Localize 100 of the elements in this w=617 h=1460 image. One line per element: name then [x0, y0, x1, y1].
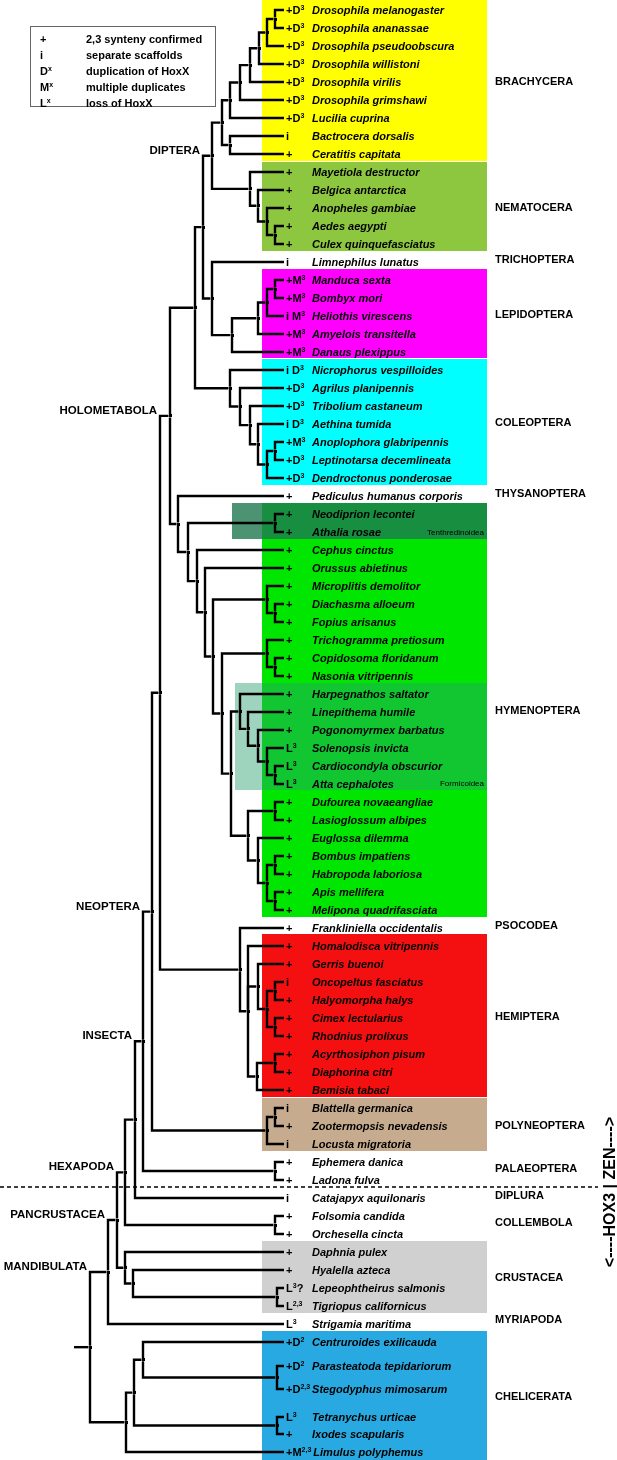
branch-point [255, 1075, 259, 1078]
branch-point [273, 17, 277, 21]
tree-branch [132, 1358, 142, 1392]
status-marker: L$^{3}$ [285, 777, 298, 792]
tree-branch [88, 1270, 107, 1346]
tree-branch [256, 301, 266, 317]
tree-branch [273, 524, 284, 534]
species-name: Drosophila grimshawi [312, 94, 427, 106]
species-name: Diaphorina citri [312, 1066, 393, 1078]
status-marker: + [285, 1173, 294, 1188]
tree-branch [211, 598, 266, 655]
branch-point [265, 463, 269, 466]
tree-branch [273, 8, 284, 18]
species-name: Limnephilus lunatus [312, 256, 419, 268]
species-name: Drosophila pseudoobscura [312, 40, 455, 52]
species-name: Lasioglossum albipes [312, 814, 427, 826]
tree-branch [265, 304, 284, 318]
tree-branch [275, 1286, 284, 1296]
status-marker: + [285, 867, 294, 882]
tree-branch [238, 926, 284, 969]
species-name: Pediculus humanus corporis [312, 490, 463, 502]
branch-point [123, 1170, 127, 1174]
species-name: Linepithema humile [312, 706, 416, 718]
species-name: Agrilus planipennis [312, 382, 415, 394]
tree-branch [195, 582, 204, 614]
clade-label: BRACHYCERA [495, 74, 574, 87]
status-marker: + [285, 885, 294, 900]
tree-branch [123, 1269, 132, 1285]
clade-name: PANCRUSTACEA [10, 1208, 105, 1222]
tree-branch [273, 866, 284, 876]
tree-branch [132, 1394, 276, 1427]
branch-point [211, 655, 215, 658]
tree-branch [273, 224, 284, 234]
tree-branch [141, 1340, 284, 1359]
species-name: Ephemera danica [312, 1156, 404, 1168]
tree-branch [256, 728, 284, 745]
legend-symbol: + [40, 33, 47, 46]
branch-point [238, 405, 242, 409]
species-name: Danaus plexippus [312, 346, 407, 358]
species-name: Lepeophtheirus salmonis [312, 1282, 446, 1294]
tree-branch [273, 1028, 284, 1038]
clade-name: HOLOMETABOLA [59, 403, 157, 417]
tree-branch [193, 309, 229, 390]
species-name: Copidosoma floridanum [312, 652, 439, 664]
tree-branch [257, 49, 284, 66]
status-marker: + [285, 705, 294, 720]
species-name: Ixodes scapularis [312, 1428, 405, 1440]
clade-label: MYRIAPODA [495, 1313, 563, 1326]
status-marker: +D$^{2,3}$ [285, 1382, 312, 1397]
species-name: Mayetiola destructor [312, 166, 420, 178]
branch-point [256, 204, 260, 208]
status-marker: +D$^{3}$ [285, 3, 306, 18]
branch-point [229, 772, 233, 776]
species-name: Dufourea novaeangliae [312, 796, 434, 808]
species-name: Drosophila willistoni [312, 58, 420, 70]
tree-branch [228, 81, 239, 99]
tree-branch [220, 124, 229, 147]
branch-point [88, 1345, 92, 1349]
species-name: Diachasma alloeum [312, 598, 415, 610]
branch-point [168, 414, 172, 418]
tree-branch [255, 1061, 274, 1075]
status-marker: L$^{3}$ [285, 741, 298, 756]
branch-point [230, 333, 234, 337]
tree-branch [256, 422, 284, 443]
tree-branch [238, 386, 284, 406]
tree-branch [106, 1218, 116, 1271]
branch-point [275, 1295, 279, 1299]
clade-label: Tenthredinoidea [427, 528, 484, 538]
status-marker: +D$^{3}$ [285, 471, 306, 486]
status-marker: + [285, 831, 294, 846]
tree-branch [210, 121, 221, 155]
status-marker: +M$^{2,3}$ [285, 1445, 313, 1460]
status-marker: + [285, 957, 294, 972]
branch-point [265, 301, 269, 304]
species-name: Strigamia maritima [312, 1318, 412, 1330]
clade-label: HEMIPTERA [495, 1009, 560, 1022]
species-name: Belgica antarctica [312, 184, 407, 196]
status-marker: +D$^{3}$ [285, 93, 306, 108]
status-marker: + [285, 489, 294, 504]
branch-point [273, 233, 277, 237]
tree-branch [193, 225, 202, 307]
branch-point [273, 1115, 277, 1119]
species-name: Fopius arisanus [312, 616, 397, 628]
tree-branch [248, 190, 257, 207]
tree-branch [238, 408, 249, 427]
tree-branch [115, 1171, 124, 1219]
tree-branch [273, 236, 284, 246]
branch-point [176, 522, 180, 526]
tree-branch [257, 31, 266, 47]
status-marker: + [285, 1227, 294, 1242]
branch-point [265, 598, 269, 601]
branch-point [256, 859, 260, 862]
branch-point [265, 1129, 269, 1132]
branch-point [273, 1025, 277, 1029]
species-name: Ceratitis capitata [312, 148, 401, 160]
tree-branch [123, 1118, 134, 1171]
branch-point [201, 225, 205, 229]
branch-point [273, 449, 277, 453]
species-name: Cimex lectularius [312, 1012, 404, 1024]
tree-branch [238, 971, 247, 1013]
